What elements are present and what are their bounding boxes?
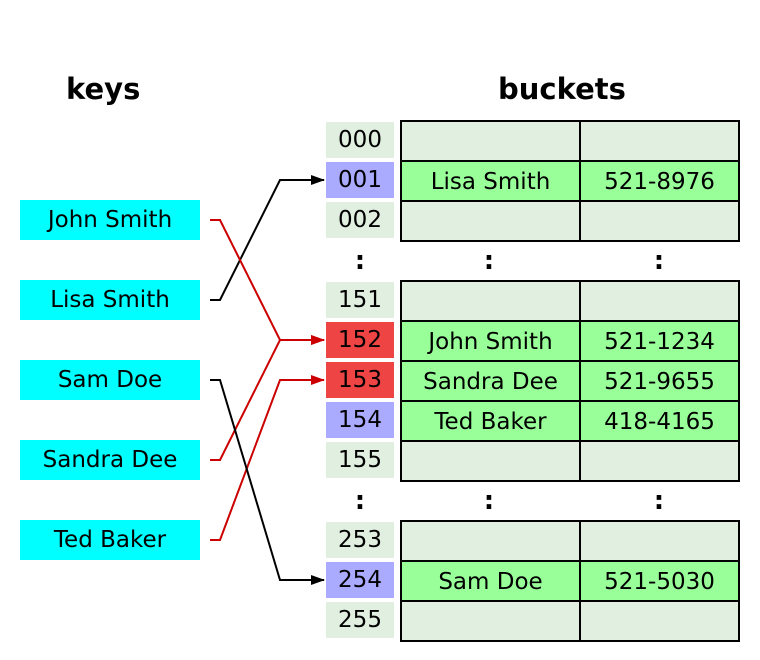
- index-151: 151: [326, 282, 394, 318]
- index-154: 154: [326, 402, 394, 438]
- bucket-row-255: [402, 600, 738, 642]
- index-255: 255: [326, 602, 394, 638]
- bucket-name-cell: [402, 522, 581, 562]
- bucket-row-151: [402, 282, 738, 322]
- ellipsis-index-2: :: [354, 486, 366, 516]
- bucket-group-151: John Smith 521-1234 Sandra Dee 521-9655 …: [400, 280, 740, 482]
- index-153: 153: [326, 362, 394, 398]
- bucket-phone-cell: 418-4165: [604, 409, 715, 435]
- bucket-row-253: [402, 522, 738, 562]
- bucket-name-cell: [402, 282, 581, 322]
- ellipsis-name-1: :: [483, 246, 495, 276]
- bucket-phone-cell: 521-1234: [604, 329, 715, 355]
- index-001: 001: [326, 162, 394, 198]
- bucket-row-000: [402, 122, 738, 162]
- bucket-row-155: [402, 440, 738, 482]
- index-002: 002: [326, 202, 394, 238]
- key-john-smith: John Smith: [20, 200, 200, 240]
- bucket-row-153: Sandra Dee 521-9655: [402, 360, 738, 402]
- arrow-sandra-dee: [210, 335, 325, 461]
- index-155: 155: [326, 442, 394, 478]
- bucket-row-254: Sam Doe 521-5030: [402, 560, 738, 602]
- index-253: 253: [326, 522, 394, 558]
- arrow-john-smith: [210, 219, 325, 345]
- arrow-lisa-smith: [210, 175, 325, 301]
- bucket-name-cell: [402, 202, 581, 242]
- bucket-name-cell: John Smith: [402, 322, 581, 362]
- ellipsis-name-2: :: [483, 486, 495, 516]
- bucket-name-cell: Sandra Dee: [402, 362, 581, 402]
- bucket-row-152: John Smith 521-1234: [402, 320, 738, 362]
- bucket-name-cell: Lisa Smith: [402, 162, 581, 202]
- bucket-group-253: Sam Doe 521-5030: [400, 520, 740, 642]
- bucket-name-cell: Sam Doe: [402, 562, 581, 602]
- bucket-phone-cell: 521-9655: [604, 369, 715, 395]
- bucket-phone-cell: 521-8976: [604, 169, 715, 195]
- ellipsis-index-1: :: [354, 246, 366, 276]
- ellipsis-phone-2: :: [653, 486, 665, 516]
- bucket-name-cell: Ted Baker: [402, 402, 581, 442]
- key-lisa-smith: Lisa Smith: [20, 280, 200, 320]
- bucket-phone-cell: 521-5030: [604, 569, 715, 595]
- bucket-row-001: Lisa Smith 521-8976: [402, 160, 738, 202]
- bucket-name-cell: [402, 122, 581, 162]
- index-000: 000: [326, 122, 394, 158]
- buckets-heading: buckets: [498, 72, 626, 106]
- key-sam-doe: Sam Doe: [20, 360, 200, 400]
- key-ted-baker: Ted Baker: [20, 520, 200, 560]
- keys-heading: keys: [66, 72, 141, 106]
- index-254: 254: [326, 562, 394, 598]
- bucket-group-000: Lisa Smith 521-8976: [400, 120, 740, 242]
- ellipsis-phone-1: :: [653, 246, 665, 276]
- index-152: 152: [326, 322, 394, 358]
- arrow-ted-baker: [210, 375, 325, 541]
- bucket-name-cell: [402, 602, 581, 642]
- bucket-row-002: [402, 200, 738, 242]
- arrow-sam-doe: [210, 379, 325, 585]
- bucket-row-154: Ted Baker 418-4165: [402, 400, 738, 442]
- key-sandra-dee: Sandra Dee: [20, 440, 200, 480]
- bucket-name-cell: [402, 442, 581, 482]
